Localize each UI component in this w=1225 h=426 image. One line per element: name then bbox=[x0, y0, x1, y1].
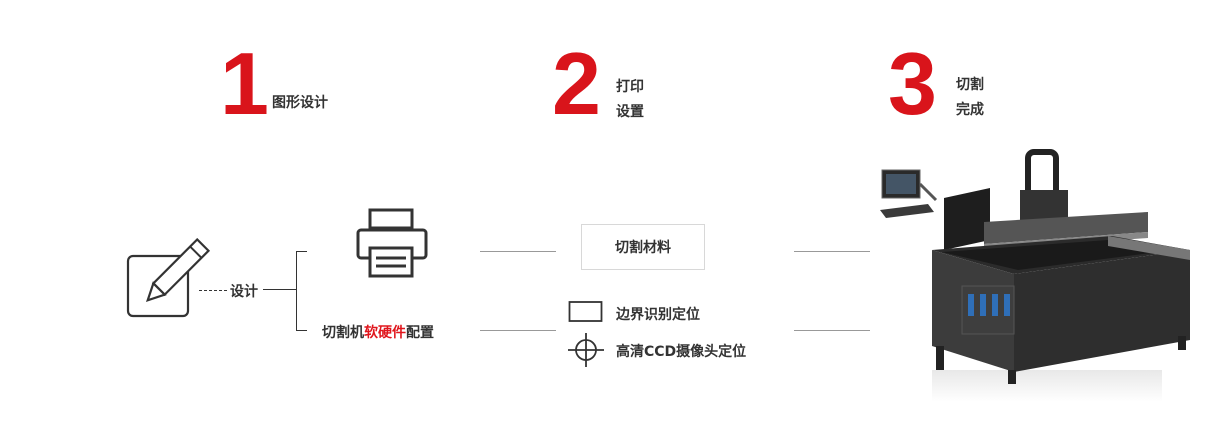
software-suffix: 配置 bbox=[406, 325, 434, 341]
design-label: 设计 bbox=[230, 284, 258, 300]
rectangle-frame-icon bbox=[568, 301, 603, 322]
step-2-number: 2 bbox=[552, 34, 601, 133]
material-box: 切割材料 bbox=[581, 224, 705, 270]
step-1-label: 图形设计 bbox=[272, 95, 328, 111]
branch-bracket bbox=[296, 251, 307, 331]
crosshair-icon bbox=[568, 333, 604, 367]
connector-line bbox=[794, 251, 870, 252]
connector-line bbox=[480, 251, 556, 252]
design-connector bbox=[263, 289, 297, 290]
step-2-label-line1: 打印 bbox=[616, 79, 644, 95]
design-dashed-connector bbox=[199, 290, 227, 291]
ccd-camera-option: 高清CCD摄像头定位 bbox=[616, 344, 747, 360]
step-3-number: 3 bbox=[888, 34, 937, 133]
software-config-label: 切割机软硬件配置 bbox=[322, 322, 434, 342]
software-prefix: 切割机 bbox=[322, 325, 364, 341]
step-3-label-line1: 切割 bbox=[956, 77, 984, 93]
connector-line bbox=[480, 330, 556, 331]
step-1-number: 1 bbox=[220, 34, 269, 133]
printer-icon bbox=[356, 208, 428, 278]
step-3-label-line2: 完成 bbox=[956, 102, 984, 118]
connector-line bbox=[794, 330, 870, 331]
software-highlight: 软硬件 bbox=[364, 325, 406, 341]
edge-detection-option: 边界识别定位 bbox=[616, 307, 700, 323]
step-2-label-line2: 设置 bbox=[616, 104, 644, 120]
pencil-edit-icon bbox=[126, 238, 210, 318]
cutting-machine-image bbox=[880, 149, 1190, 402]
